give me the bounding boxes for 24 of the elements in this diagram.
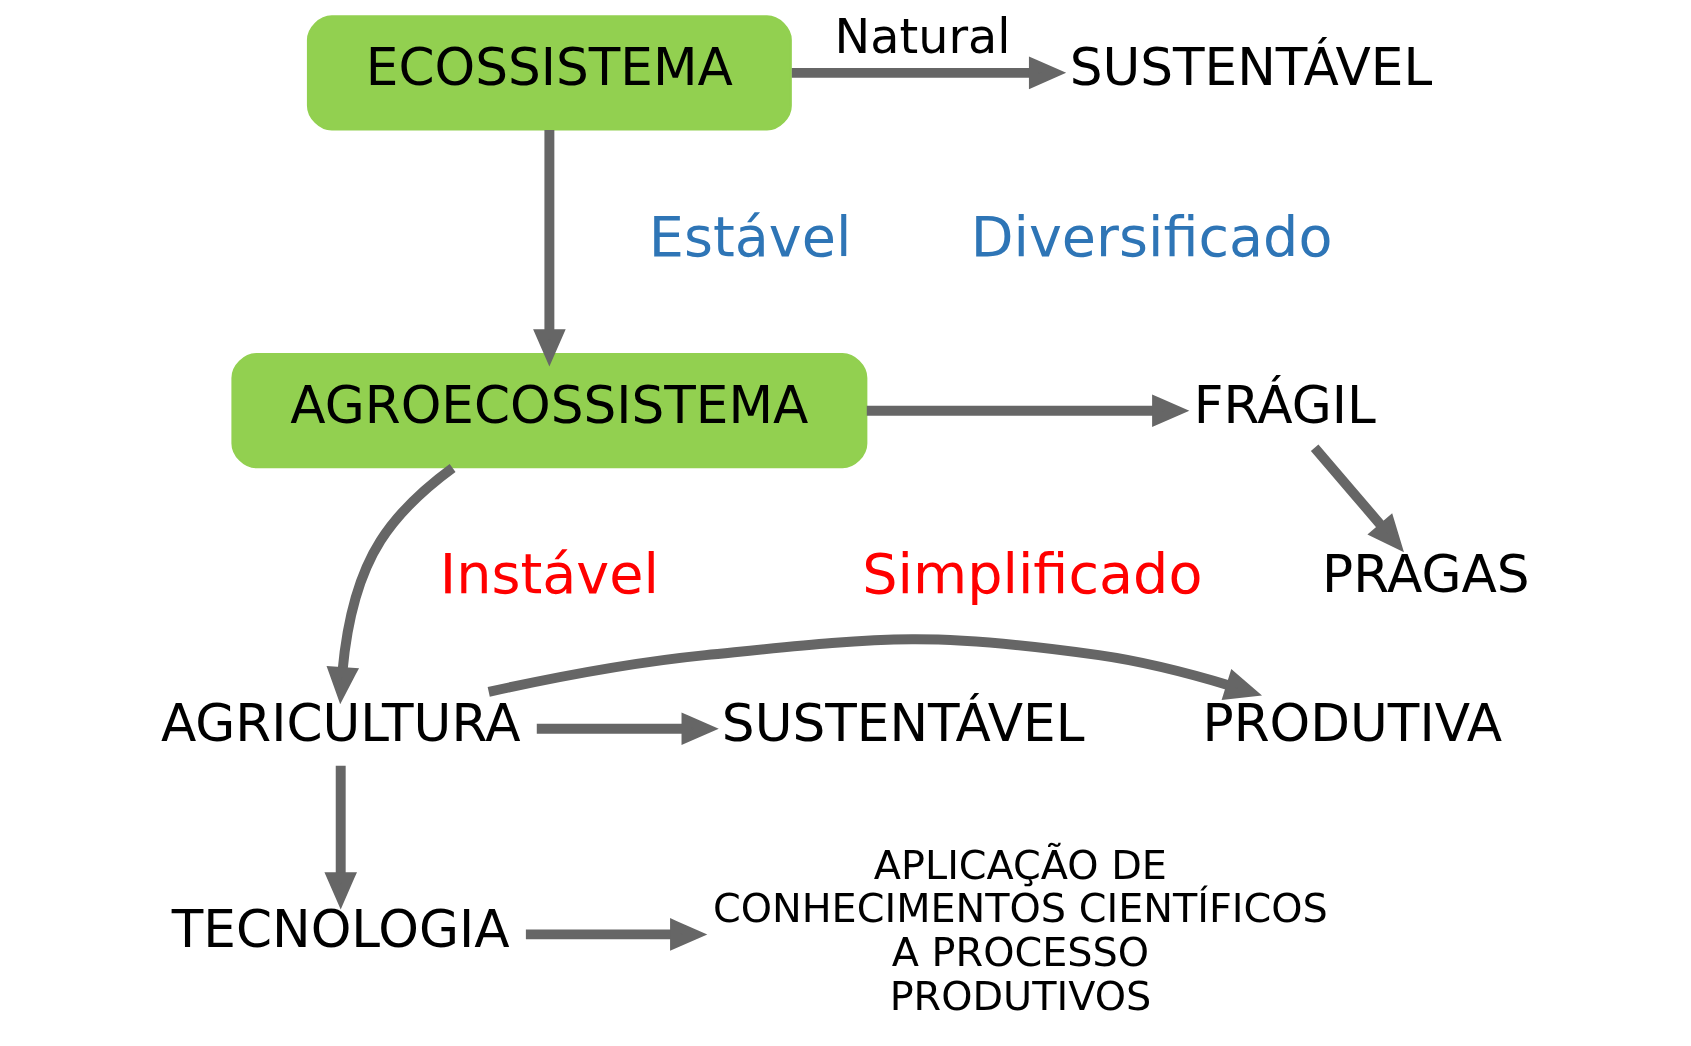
node-box: AGROECOSSISTEMA	[230, 353, 867, 469]
node-text: PRAGAS	[1321, 544, 1530, 605]
node-text: SUSTENTÁVEL	[1069, 37, 1432, 98]
label: Estável	[648, 203, 851, 269]
arrow	[487, 634, 1262, 701]
node-box: ECOSSISTEMA	[306, 15, 792, 131]
node-text: APLICAÇÃO DE CONHECIMENTOS CIENTÍFICOS A PROCESSO PRODUTIVOS	[712, 841, 1328, 1019]
arrow	[326, 463, 456, 705]
arrow	[536, 712, 719, 745]
node-text: TECNOLOGIA	[171, 898, 510, 959]
arrow	[532, 129, 566, 367]
arrow	[323, 765, 357, 910]
node-text: SUSTENTÁVEL	[721, 693, 1084, 754]
label: Simplificado	[861, 541, 1202, 607]
label: Diversificado	[970, 203, 1332, 269]
edge-label: Natural	[834, 9, 1010, 65]
arrow	[1310, 444, 1404, 553]
node-text: AGRICULTURA	[160, 693, 521, 754]
arrow	[866, 394, 1189, 427]
label: Instável	[439, 541, 659, 607]
arrow	[791, 56, 1066, 90]
node-text: FRÁGIL	[1193, 375, 1376, 436]
node-text: PRODUTIVA	[1202, 693, 1502, 754]
arrow	[525, 918, 707, 951]
